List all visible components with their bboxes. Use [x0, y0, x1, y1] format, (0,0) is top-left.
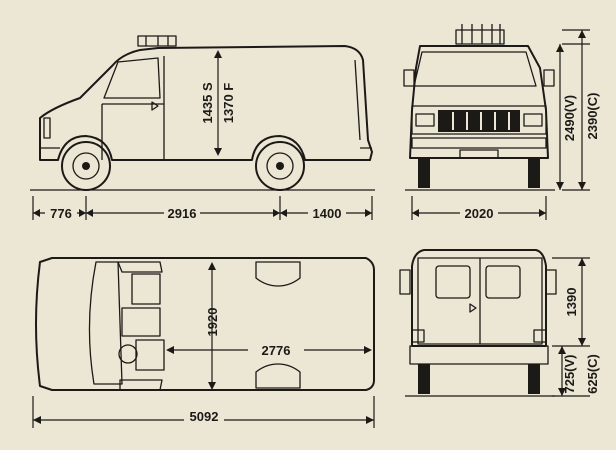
top-dimension-line	[32, 396, 375, 428]
overall-length-label: 5092	[190, 409, 219, 424]
rear-dimension-lines	[552, 257, 590, 397]
top-view	[35, 257, 375, 391]
front-dimension-lines	[411, 29, 590, 222]
front-overhang-label: 776	[50, 206, 72, 221]
cargo-width-label: 1920	[205, 308, 220, 337]
sill-height-v-label: 725(V)	[562, 354, 577, 393]
wheelbase-label: 2916	[168, 206, 197, 221]
sill-height-c-label: 625(C)	[585, 354, 600, 394]
rear-door-height-label: 1390	[564, 288, 579, 317]
side-dimension-line	[32, 196, 373, 222]
rear-view	[399, 249, 557, 397]
interior-height-label: 1435 S	[200, 82, 215, 124]
height-c-label: 2390(C)	[585, 93, 600, 140]
front-view	[403, 24, 555, 191]
overall-width-label: 2020	[465, 206, 494, 221]
interior-height-alt-label: 1370 F	[221, 83, 236, 124]
side-view	[30, 35, 375, 191]
rear-overhang-label: 1400	[313, 206, 342, 221]
cargo-length-label: 2776	[262, 343, 291, 358]
height-v-label: 2490(V)	[562, 95, 577, 141]
